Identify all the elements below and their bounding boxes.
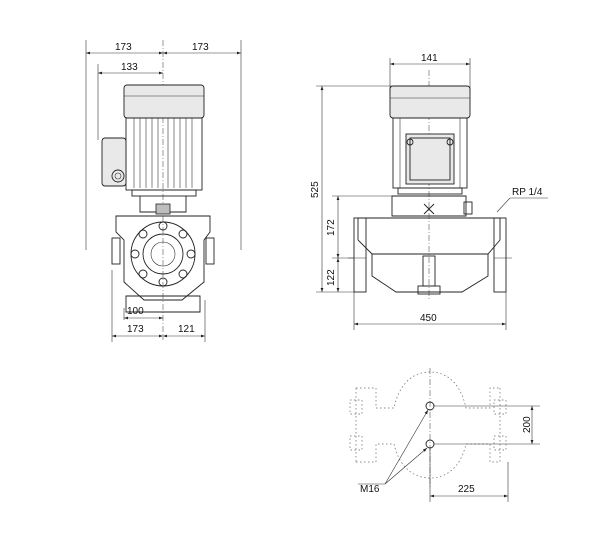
side-dim-top-right: 173 — [192, 42, 209, 53]
front-view: 141 RP 1/4 525 — [310, 53, 548, 330]
front-dim-total-height: 525 — [310, 181, 321, 198]
side-dim-inlet-offset: 100 — [127, 306, 144, 317]
side-dim-top-left: 173 — [115, 42, 132, 53]
foot-view: 200 225 M16 — [349, 368, 540, 502]
front-dim-motor-width: 141 — [421, 53, 438, 64]
front-dim-flange-height: 172 — [326, 219, 337, 236]
side-view: 173 173 133 — [85, 40, 242, 342]
foot-dim-hole-spacing: 200 — [522, 416, 533, 433]
front-label-port: RP 1/4 — [512, 187, 543, 198]
side-dim-box: 133 — [121, 62, 138, 73]
foot-dim-hole-offset: 225 — [458, 484, 475, 495]
side-dim-bottom-right: 121 — [178, 324, 195, 335]
foot-label-bolt: M16 — [360, 484, 380, 495]
front-dim-length: 450 — [420, 313, 437, 324]
front-dim-base-height: 122 — [326, 269, 337, 286]
side-dim-bottom-left: 173 — [127, 324, 144, 335]
